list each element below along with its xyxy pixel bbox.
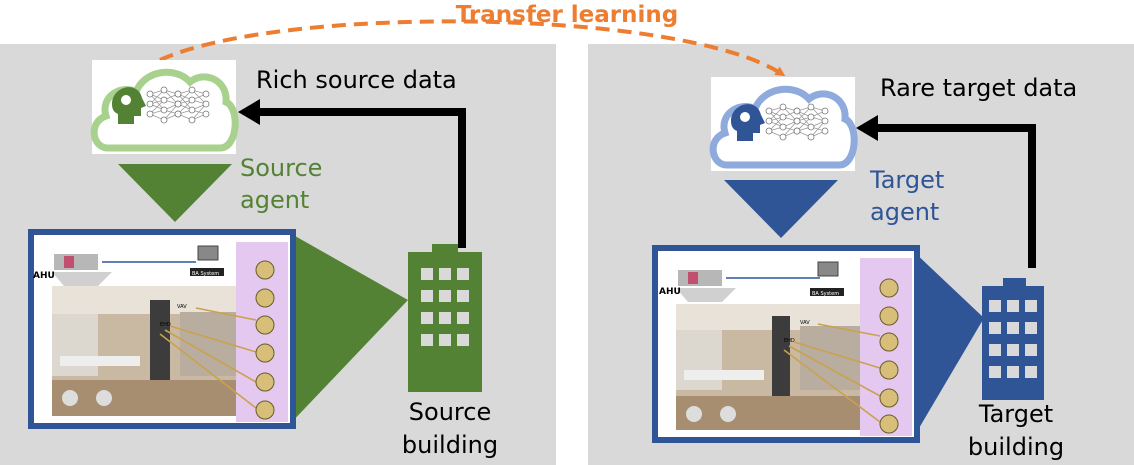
target-ahu-label: AHU	[659, 287, 681, 297]
source-vav-label: VAV	[177, 304, 187, 310]
source-data-label: Rich source data	[256, 66, 457, 94]
source-ba-label: BA System	[192, 271, 219, 277]
target-agent-triangle	[724, 180, 838, 238]
target-cloud	[709, 85, 858, 169]
transfer-arrow	[159, 19, 786, 77]
source-ahu-label: AHU	[33, 271, 55, 281]
target-building-icon	[982, 278, 1044, 400]
source-agent-label: Source agent	[240, 154, 323, 214]
target-building-label: Target building	[967, 400, 1065, 461]
target-data-arrow	[876, 124, 1036, 268]
target-ehd-label: EHD	[784, 338, 795, 344]
target-agent-label: Target agent	[870, 166, 945, 226]
source-agent-triangle	[118, 164, 232, 222]
source-data-arrow	[258, 108, 466, 248]
source-ehd-label: EHD	[160, 322, 171, 328]
target-ba-label: BA System	[812, 291, 839, 297]
target-vav-label: VAV	[800, 320, 810, 326]
transfer-learning-title: Transfer learning	[455, 2, 679, 28]
source-funnel	[288, 232, 408, 426]
target-head-icon	[731, 104, 765, 141]
target-funnel	[912, 250, 984, 440]
source-cloud	[90, 68, 239, 152]
target-data-label: Rare target data	[880, 74, 1078, 102]
source-head-icon	[112, 87, 146, 124]
source-building-label: Source building	[401, 398, 499, 459]
